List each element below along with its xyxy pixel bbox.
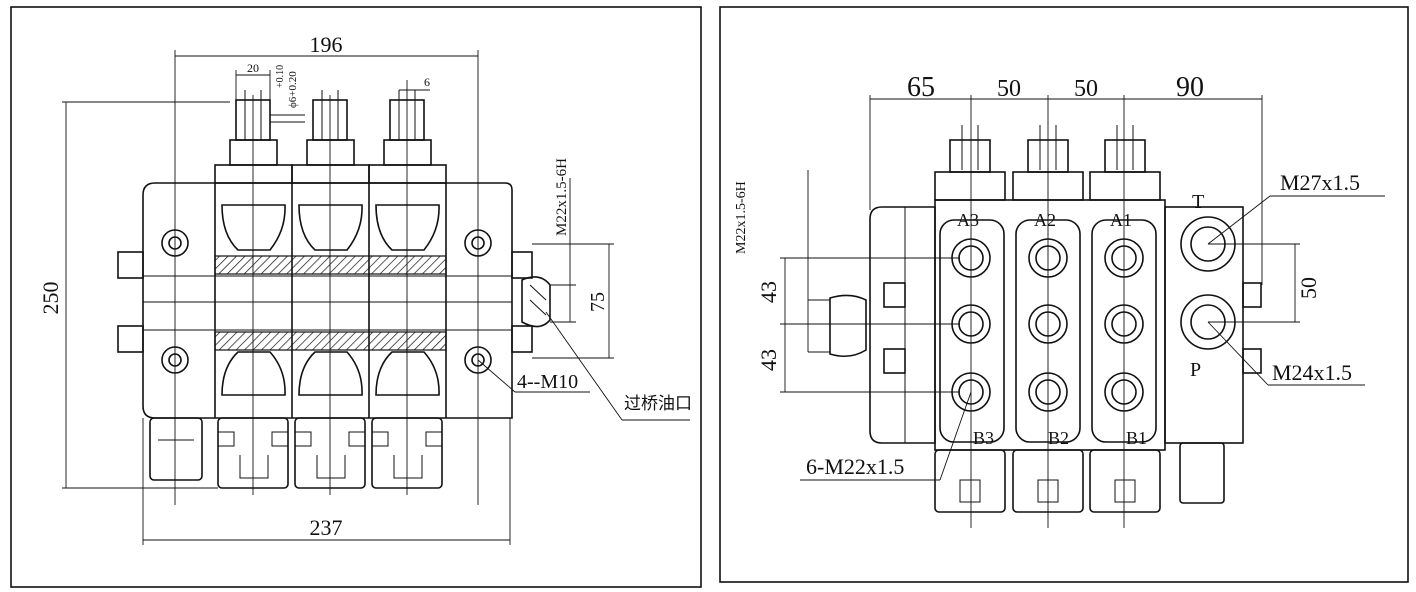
- spool-top-3: [368, 90, 447, 184]
- cap-bottom-1: [1089, 449, 1161, 513]
- handle-top-3: [934, 125, 1006, 201]
- label-b1: B1: [1126, 428, 1147, 448]
- label-work-ports: 6-M22x1.5: [806, 454, 904, 479]
- dim-right-90: 90: [1176, 72, 1204, 103]
- section-3: [939, 219, 1005, 443]
- label-a3: A3: [957, 210, 979, 230]
- spool-top-2: [291, 90, 370, 184]
- label-port-thread: M22x1.5-6H: [554, 158, 570, 236]
- outlet-fitting: [1179, 442, 1225, 504]
- left-view: 196 20 +0.10 ϕ6+0.20 6 250 237 M22x1.5-6…: [10, 6, 702, 588]
- hatch-band-upper: [214, 255, 447, 275]
- dim-overall-width: 196: [310, 32, 343, 57]
- dim-right-43a: 43: [756, 281, 781, 303]
- label-b2: B2: [1048, 428, 1069, 448]
- label-right-port-thread: M22x1.5-6H: [734, 181, 749, 254]
- dim-tolerance-lower: ϕ6+0.20: [287, 71, 299, 108]
- label-pressure-thread: M24x1.5: [1272, 360, 1352, 385]
- hatch-band-lower: [214, 331, 447, 351]
- outlet-section: [1164, 206, 1244, 444]
- label-mount-holes: 4--M10: [517, 371, 578, 393]
- work-sections: [934, 199, 1166, 451]
- handle-top-1: [1089, 125, 1161, 201]
- dim-pin: 6: [424, 75, 430, 89]
- dim-tolerance-upper: +0.10: [275, 65, 286, 88]
- dim-right-43b: 43: [756, 349, 781, 371]
- inlet-plug: [829, 294, 867, 358]
- label-a2: A2: [1034, 210, 1056, 230]
- dim-port-spacing: 75: [587, 292, 609, 312]
- label-t: T: [1192, 191, 1204, 213]
- dim-spool-spacing: 20: [247, 61, 259, 75]
- right-view: 65 50 50 90 M22x1.5-6H 43 43 50 M27x1.5 …: [719, 6, 1409, 583]
- right-frame: [719, 6, 1409, 583]
- label-p: P: [1190, 359, 1201, 381]
- inlet-fitting: [149, 417, 203, 481]
- dim-right-50a: 50: [997, 76, 1021, 102]
- label-b3: B3: [973, 428, 994, 448]
- spool-top-1: [214, 90, 293, 184]
- label-tank-thread: M27x1.5: [1280, 170, 1360, 195]
- dim-height: 250: [38, 282, 63, 315]
- inlet-section: [869, 206, 936, 444]
- dim-right-50c: 50: [1296, 277, 1321, 299]
- left-frame: [10, 6, 702, 588]
- cap-bottom-3: [934, 449, 1006, 513]
- label-a1: A1: [1110, 210, 1132, 230]
- dim-right-50b: 50: [1074, 76, 1098, 102]
- bridge-port-plug: [521, 276, 551, 328]
- label-bridge-port: 过桥油口: [624, 394, 692, 413]
- dim-right-65: 65: [907, 72, 935, 103]
- dim-base-width: 237: [310, 515, 343, 540]
- valve-body: [142, 182, 513, 419]
